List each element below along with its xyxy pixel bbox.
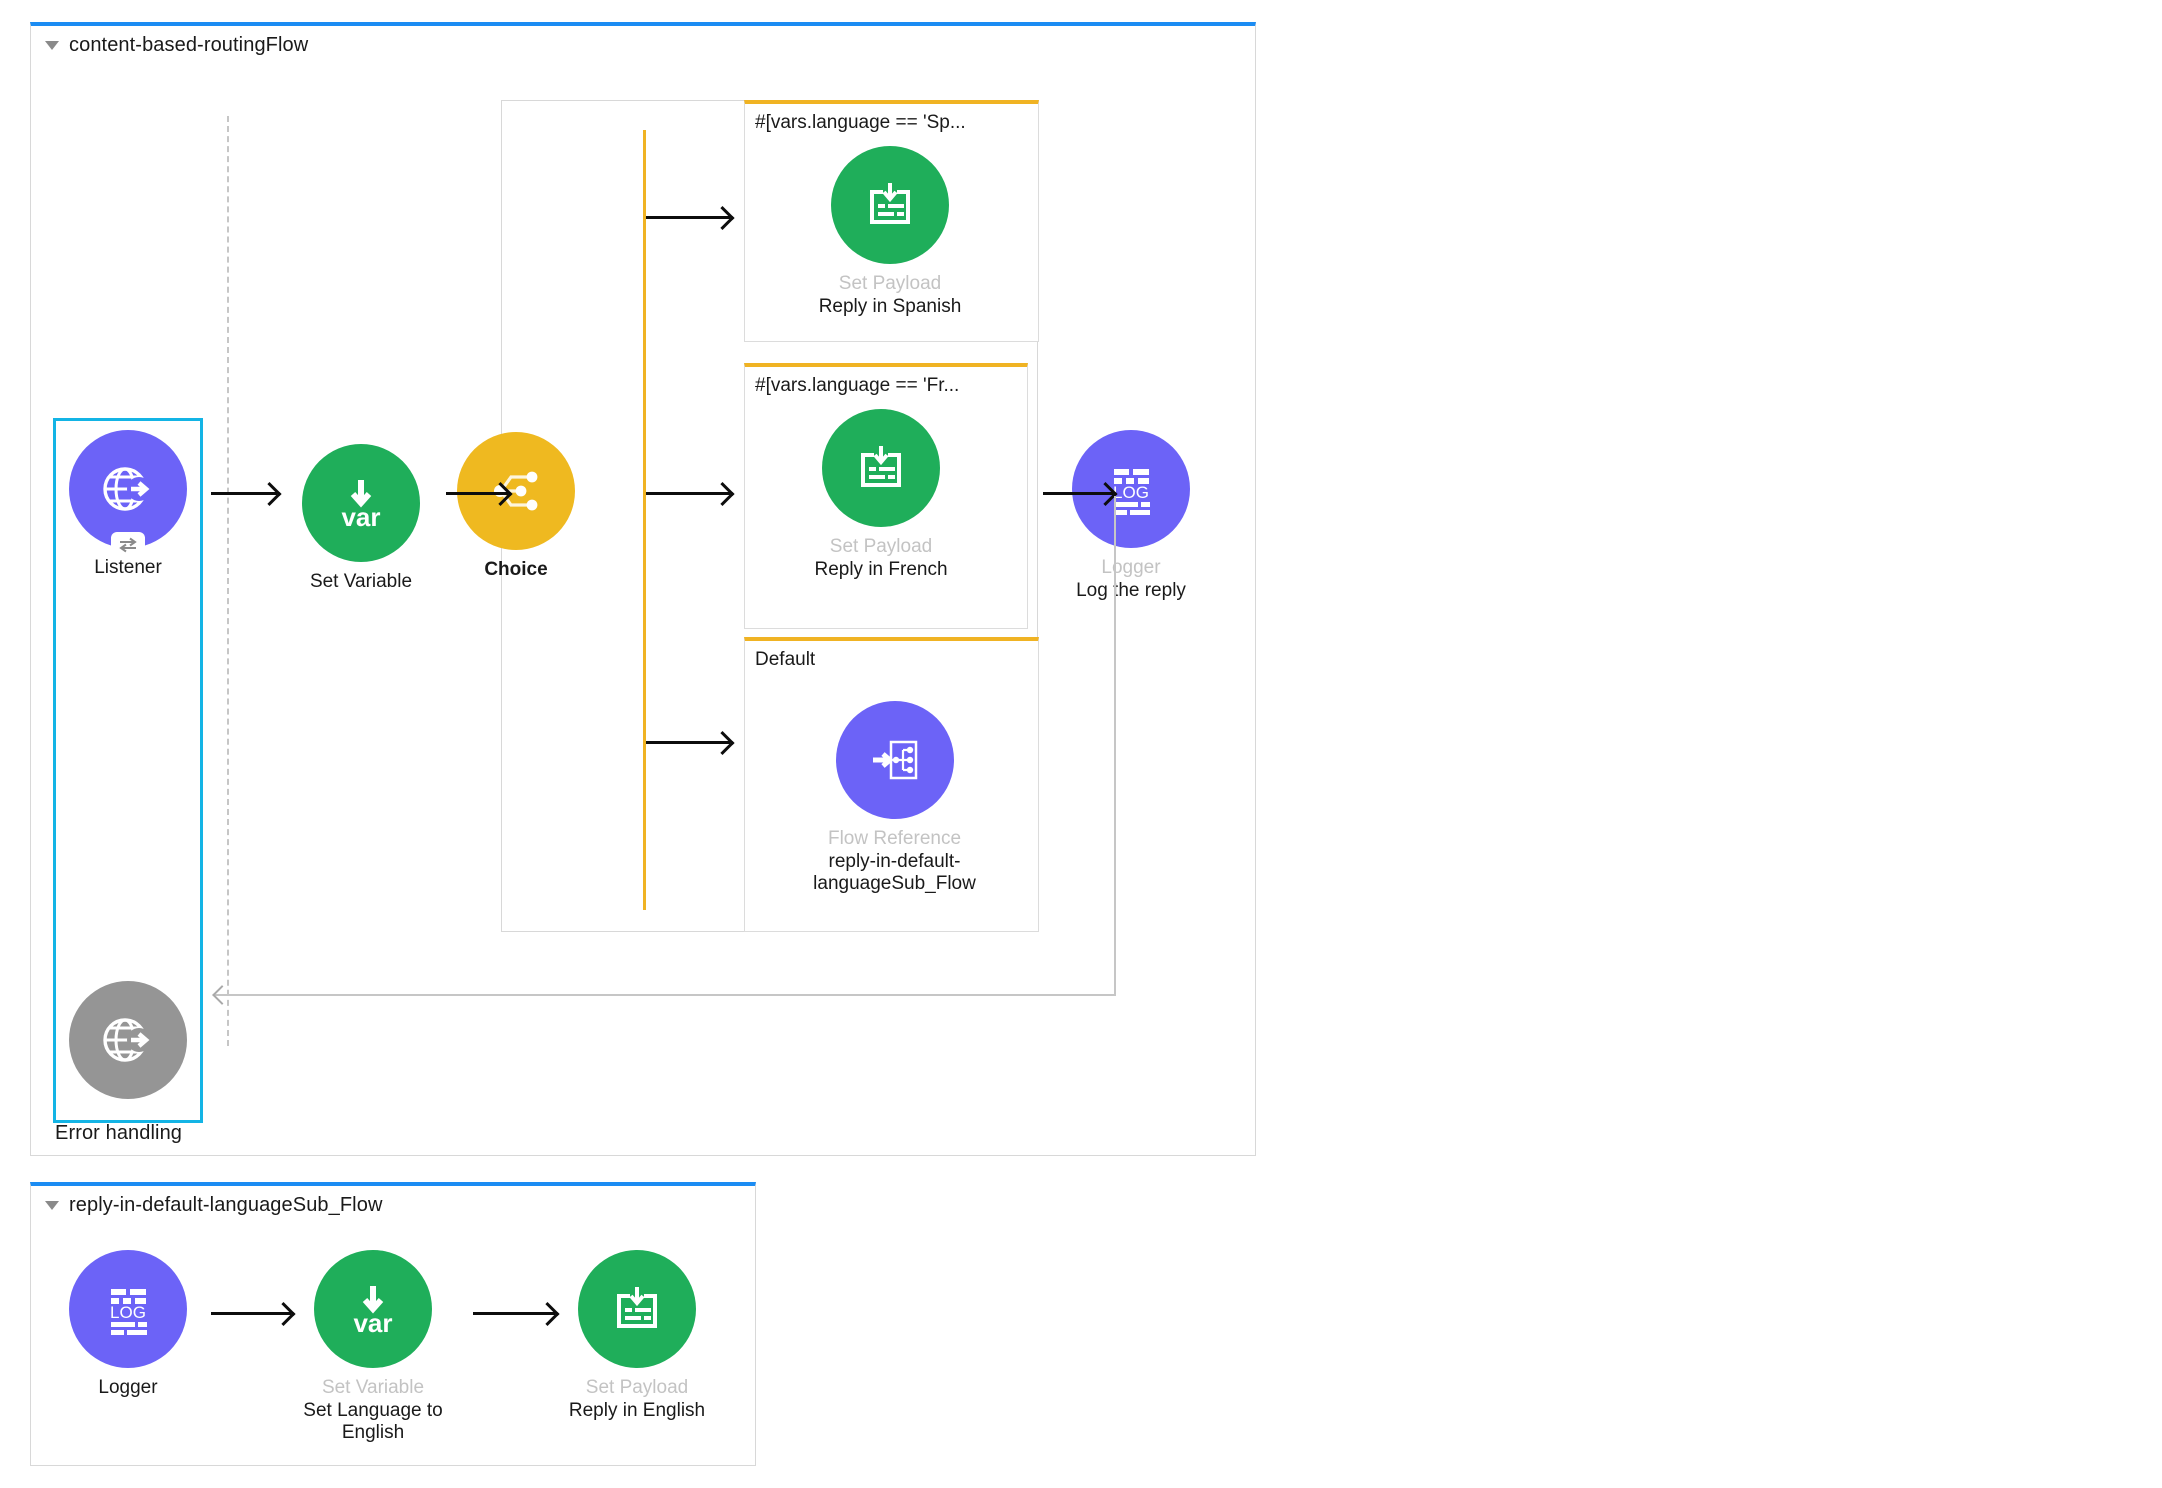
node-name-label: Set Variable xyxy=(309,571,413,592)
error-handling-section[interactable]: Error handling xyxy=(45,1122,182,1145)
connector-subflow-setvariable-to-setpayload xyxy=(473,1312,555,1315)
svg-text:LOG: LOG xyxy=(110,1303,146,1322)
main-flow-panel[interactable]: content-based-routingFlow #[vars.languag… xyxy=(30,22,1256,1156)
node-name-label: Reply in French xyxy=(814,558,948,580)
node-name-label: Log the reply xyxy=(1076,579,1186,601)
sub-flow-panel[interactable]: reply-in-default-languageSub_Flow LOG Lo… xyxy=(30,1182,756,1466)
error-handling-label: Error handling xyxy=(55,1122,183,1144)
node-flow-reference[interactable]: Flow Reference reply-in-default-language… xyxy=(802,701,987,895)
flow-divider-dashed xyxy=(227,116,229,1046)
node-name-label: Reply in English xyxy=(568,1399,706,1421)
listener-connector-badge xyxy=(111,532,145,558)
node-name-label: Logger xyxy=(98,1377,158,1398)
node-type-label: Logger xyxy=(1101,557,1161,578)
log-icon: LOG xyxy=(1072,430,1190,548)
return-path-vertical xyxy=(1114,496,1116,996)
node-listener[interactable]: Listener xyxy=(38,430,218,579)
var-down-arrow-icon: var xyxy=(314,1250,432,1368)
node-set-payload-french[interactable]: Set Payload Reply in French xyxy=(791,409,971,581)
globe-arrow-icon xyxy=(69,981,187,1099)
route-label-spanish: #[vars.language == 'Sp... xyxy=(755,112,966,133)
node-set-variable[interactable]: var Set Variable xyxy=(271,444,451,593)
node-type-label: Set Variable xyxy=(321,1377,425,1398)
node-response[interactable] xyxy=(38,981,218,1099)
route-box-default[interactable]: Default Flow Reference reply-in-default-… xyxy=(744,637,1039,932)
route-box-french[interactable]: #[vars.language == 'Fr... Set Payload Re… xyxy=(744,363,1028,629)
svg-text:var: var xyxy=(353,1308,392,1338)
node-name-label: Set Language to English xyxy=(303,1399,443,1444)
return-path-horizontal xyxy=(215,994,1116,996)
connector-choice-to-spanish xyxy=(646,216,730,219)
svg-text:var: var xyxy=(341,502,380,532)
connector-choice-to-french xyxy=(646,492,730,495)
main-flow-title: content-based-routingFlow xyxy=(69,34,309,56)
set-payload-icon xyxy=(578,1250,696,1368)
connector-subflow-logger-to-setvariable xyxy=(211,1312,291,1315)
node-name-label: Listener xyxy=(94,557,162,578)
listener-selection-box[interactable] xyxy=(53,418,203,1123)
choice-branch-icon xyxy=(457,432,575,550)
route-box-spanish[interactable]: #[vars.language == 'Sp... Set Payload Re… xyxy=(744,100,1039,342)
node-subflow-logger[interactable]: LOG Logger xyxy=(38,1250,218,1399)
set-payload-icon xyxy=(831,146,949,264)
node-subflow-set-payload[interactable]: Set Payload Reply in English xyxy=(547,1250,727,1422)
triangle-down-icon[interactable] xyxy=(45,1201,59,1210)
connector-choice-to-default xyxy=(646,741,730,744)
globe-arrow-icon xyxy=(69,430,187,558)
set-payload-icon xyxy=(822,409,940,527)
connector-setvariable-to-choice xyxy=(446,492,508,495)
svg-text:LOG: LOG xyxy=(1113,483,1149,502)
connector-choice-to-logger xyxy=(1043,492,1113,495)
main-flow-header[interactable]: content-based-routingFlow xyxy=(45,34,308,57)
var-down-arrow-icon: var xyxy=(302,444,420,562)
node-logger[interactable]: LOG Logger Log the reply xyxy=(1041,430,1221,602)
sub-flow-header[interactable]: reply-in-default-languageSub_Flow xyxy=(45,1194,383,1217)
node-type-label: Set Payload xyxy=(838,273,942,294)
connector-listener-to-setvariable xyxy=(211,492,277,495)
route-label-default: Default xyxy=(755,649,816,670)
sub-flow-title: reply-in-default-languageSub_Flow xyxy=(69,1194,383,1216)
log-icon: LOG xyxy=(69,1250,187,1368)
route-label-french: #[vars.language == 'Fr... xyxy=(755,375,960,396)
node-type-label: Flow Reference xyxy=(827,828,962,849)
choice-rail xyxy=(643,130,646,910)
node-type-label: Set Payload xyxy=(829,536,933,557)
node-name-label: Choice xyxy=(484,559,548,580)
node-choice[interactable]: Choice xyxy=(426,432,606,581)
node-name-label: reply-in-default-languageSub_Flow xyxy=(813,850,976,895)
node-type-label: Set Payload xyxy=(585,1377,689,1398)
node-set-payload-spanish[interactable]: Set Payload Reply in Spanish xyxy=(800,146,980,318)
flow-reference-icon xyxy=(835,701,954,819)
node-subflow-set-variable[interactable]: var Set Variable Set Language to English xyxy=(283,1250,463,1444)
triangle-down-icon[interactable] xyxy=(45,41,59,50)
node-name-label: Reply in Spanish xyxy=(818,295,962,317)
